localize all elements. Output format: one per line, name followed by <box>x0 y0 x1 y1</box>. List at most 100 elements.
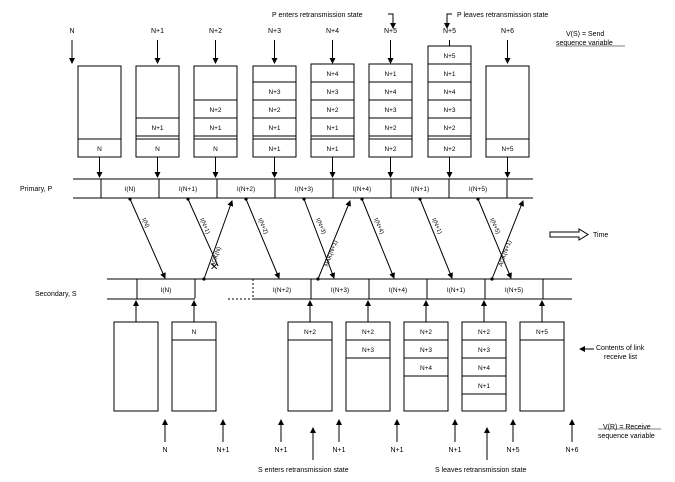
send-list-cell-label: N+4 <box>443 89 455 96</box>
primary-frame: I(N+1) <box>411 186 429 193</box>
bottom-seq-label: N+6 <box>565 447 578 454</box>
down-transmission-line <box>419 198 453 279</box>
top-seq-label: N+1 <box>151 28 164 35</box>
receive-list-cell <box>403 357 449 377</box>
receive-list-cell-label: N+2 <box>478 329 490 336</box>
top-seq-label: N+2 <box>209 28 222 35</box>
down-transmission-label: I(N+1) <box>430 217 442 235</box>
down-transmission-label: I(N+3) <box>314 217 326 235</box>
down-transmission-line <box>361 198 395 279</box>
down-transmission-dot <box>360 197 364 201</box>
send-list-cell <box>427 117 472 137</box>
down-transmission-dot <box>186 197 190 201</box>
bottom-seq-label: N+5 <box>506 447 519 454</box>
vs-label-line2: sequence variable <box>556 40 613 47</box>
top-seq-label: N+4 <box>326 28 339 35</box>
send-list-cell-label: N+3 <box>268 89 280 96</box>
up-transmission-line <box>317 200 351 280</box>
down-transmission-dot <box>476 197 480 201</box>
down-transmission-label: I(N) <box>140 217 150 229</box>
send-list-cell-label: N+1 <box>209 125 221 132</box>
receive-list-cell-label: N+3 <box>362 347 374 354</box>
primary-frame: I(N+2) <box>237 186 255 193</box>
receive-list-cell-label: N <box>192 329 197 336</box>
secondary-frame: I(N+4) <box>389 287 407 294</box>
primary-frame: I(N+1) <box>179 186 197 193</box>
down-transmission-dot <box>418 197 422 201</box>
send-list-cell <box>368 117 413 137</box>
bottom-seq-label: N+1 <box>448 447 461 454</box>
vr-label-line1: V(R) = Receive <box>603 424 651 431</box>
up-transmission-line <box>203 200 234 280</box>
send-list-cell-label: N+1 <box>268 125 280 132</box>
secondary-frame: I(N+5) <box>505 287 523 294</box>
send-list-cell <box>135 117 180 137</box>
send-list-cell <box>252 117 297 137</box>
send-list-cell-label: N+1 <box>151 125 163 132</box>
contents-label-line2: receive list <box>604 354 637 361</box>
send-list-cell-label: N+2 <box>384 125 396 132</box>
p-leaves-label: P leaves retransmission state <box>457 12 548 19</box>
send-list-cell-label: N+1 <box>384 71 396 78</box>
primary-frame: I(N+3) <box>295 186 313 193</box>
top-seq-label: N <box>69 28 74 35</box>
send-list-cell-label: N+1 <box>326 125 338 132</box>
s-enters-label: S enters retransmission state <box>258 467 349 474</box>
up-transmission-dot <box>316 277 320 281</box>
send-list-bottom-cell: N+2 <box>384 146 396 153</box>
down-transmission-dot <box>302 197 306 201</box>
send-list-cell-label: N+1 <box>443 71 455 78</box>
send-list-box <box>485 65 530 158</box>
send-list-cell-label: N+5 <box>443 53 455 60</box>
receive-list-cell-label: N+3 <box>478 347 490 354</box>
receive-list-cell <box>461 375 507 395</box>
send-list-cell-label: N+2 <box>209 107 221 114</box>
down-transmission-dot <box>244 197 248 201</box>
receive-list-cell-label: N+2 <box>304 329 316 336</box>
lost-frame-mark: ✕ <box>210 262 218 273</box>
secondary-frame: I(N+1) <box>447 287 465 294</box>
p-leaves-arrow <box>444 13 452 29</box>
time-label: Time <box>593 232 608 239</box>
primary-frames: I(N)I(N+1)I(N+2)I(N+3)I(N+4)I(N+1)I(N+5) <box>100 179 508 198</box>
receive-list-cell-label: N+4 <box>420 365 432 372</box>
receive-list-cell-label: N+3 <box>420 347 432 354</box>
vs-label-line1: V(S) = Send <box>566 31 604 38</box>
down-transmission-label: I(N+5) <box>488 217 500 235</box>
primary-frame: I(N+4) <box>353 186 371 193</box>
up-transmission-label: NAK(N+1) <box>324 240 339 268</box>
receive-list-cell-label: N+4 <box>478 365 490 372</box>
down-transmission-label: I(N+2) <box>256 217 268 235</box>
primary-label: Primary, P <box>20 186 52 193</box>
send-list-bottom-cell: N+1 <box>268 146 280 153</box>
down-transmission-line <box>245 198 280 279</box>
send-list-cell-label: N+3 <box>384 107 396 114</box>
send-list-cell-label: N+2 <box>326 107 338 114</box>
receive-list-cell <box>345 339 391 359</box>
primary-frame: I(N) <box>125 186 136 193</box>
send-list-cell <box>310 117 355 137</box>
bottom-seq-label: N+1 <box>274 447 287 454</box>
send-list-cell-label: N+3 <box>443 107 455 114</box>
send-list-cell-label: N+3 <box>326 89 338 96</box>
up-transmission-dot <box>490 277 494 281</box>
contents-label-line1: Contents of link <box>596 345 645 352</box>
top-seq-label: N+3 <box>268 28 281 35</box>
send-list-cell-label: N+2 <box>443 125 455 132</box>
p-enters-arrow <box>388 13 396 29</box>
down-transmission-dot <box>128 197 132 201</box>
bottom-seq-label: N+1 <box>390 447 403 454</box>
top-seq-label: N+6 <box>501 28 514 35</box>
top-sequence-arrows <box>69 40 511 64</box>
send-list-cell <box>193 117 238 137</box>
send-list-bottom-cell: N <box>97 146 102 153</box>
receive-list-box <box>113 321 159 412</box>
receive-list-cell-label: N+2 <box>420 329 432 336</box>
bottom-sequence-arrows <box>162 419 575 442</box>
bottom-seq-label: N+1 <box>332 447 345 454</box>
